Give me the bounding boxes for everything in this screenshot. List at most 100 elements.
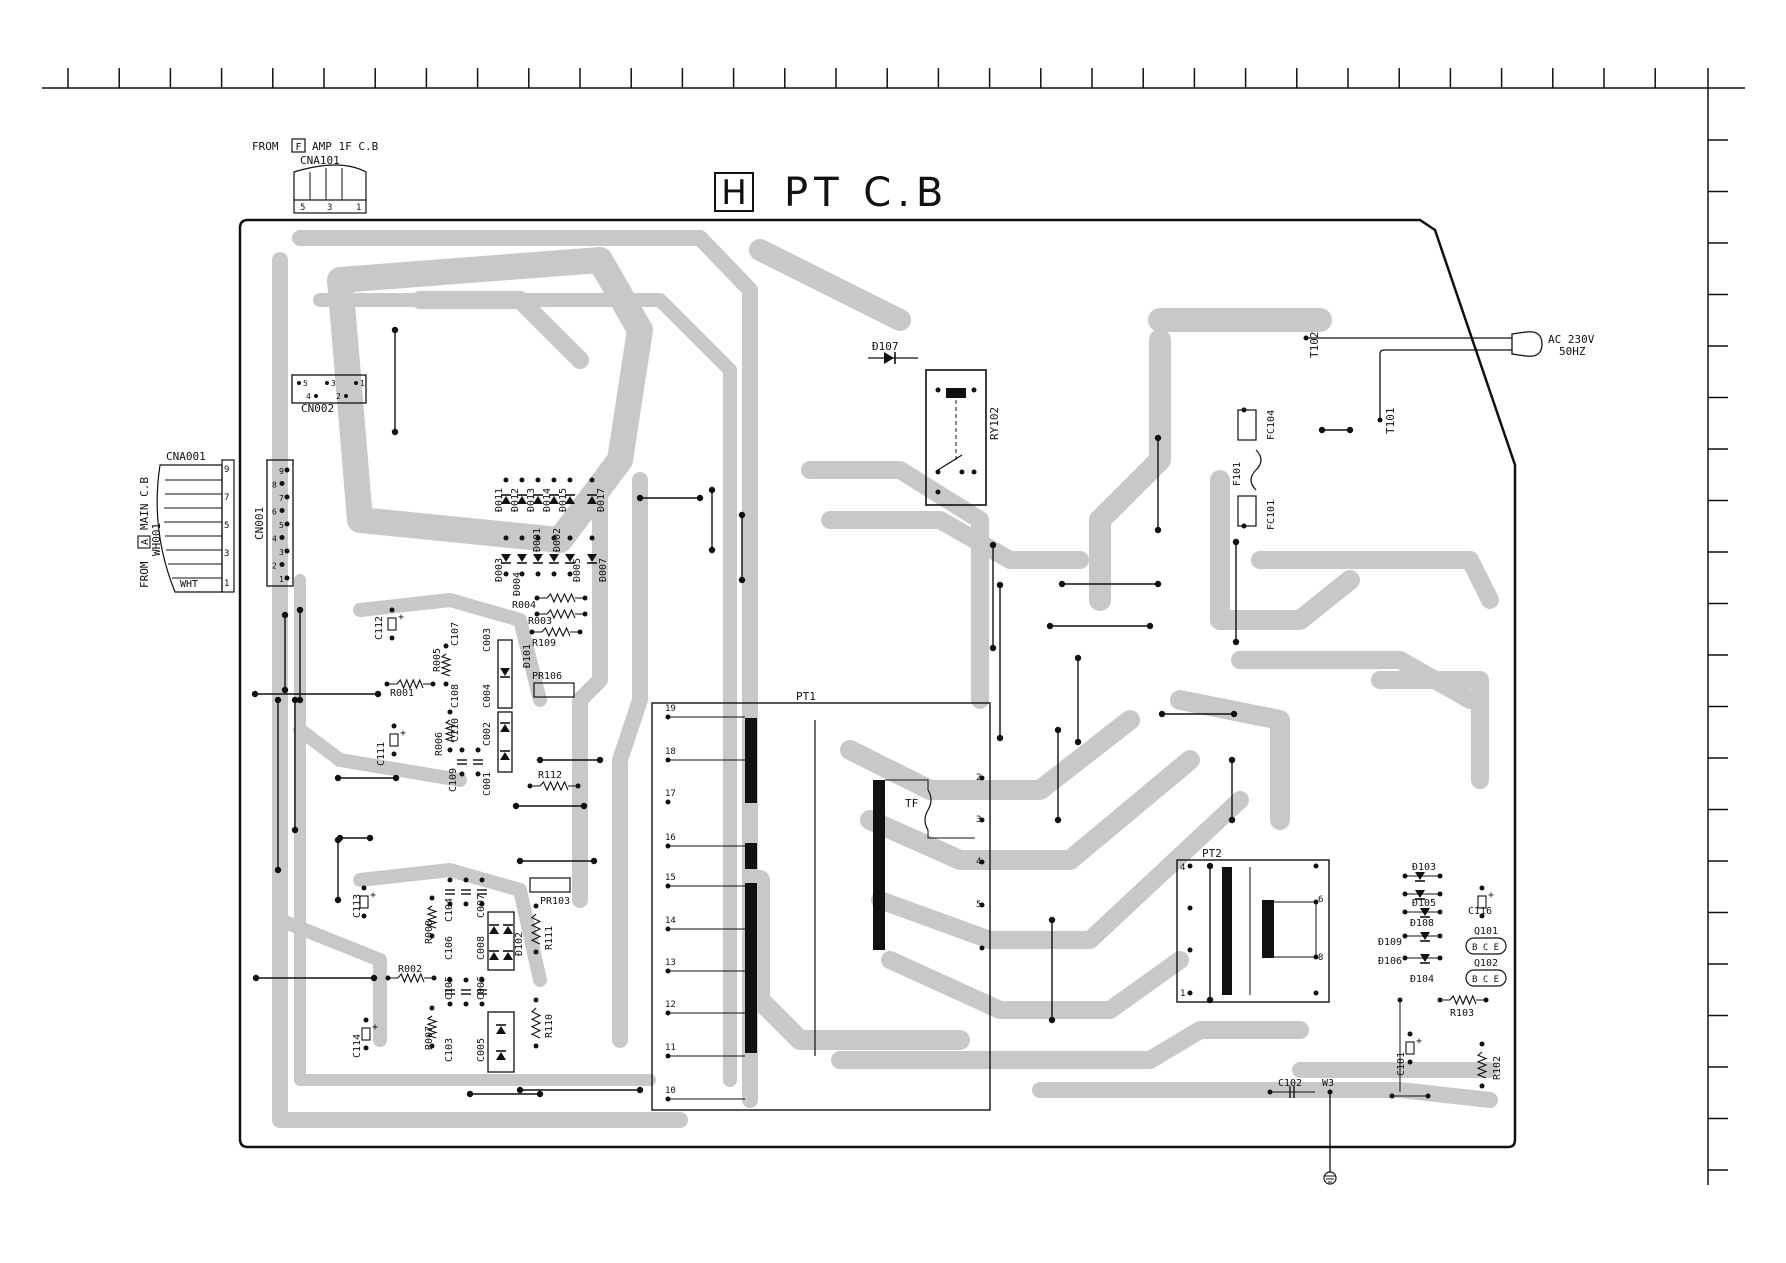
jumper-wires [251,326,1354,1098]
resistor-r111 [530,913,542,945]
diode-icon [503,950,513,960]
connector-cna101: FROM F AMP 1F C.B CNA101 5 3 1 [252,138,379,214]
cna001-from-letter: A [140,539,151,545]
connector-cna001: CNA001 9 7 5 3 1 WHT FROM A MAIN C.B WH0… [137,450,235,593]
diode-đ013-label: Đ013 [526,488,537,512]
cna001-name: CNA001 [166,450,206,463]
c006-label: C006 [476,976,487,1000]
resistor-r007 [426,1015,438,1039]
d104-label: Đ104 [1410,974,1434,985]
pr106-protector [533,682,575,698]
ac-frequency-label: 50HZ [1559,345,1586,358]
diode-icon [549,554,559,564]
relay-section: Đ107 RY102 [868,340,1001,506]
diode-icon [533,494,543,504]
svg-text:+: + [400,728,406,739]
pt2-pin-4: 4 [1180,863,1185,873]
pr103-label: PR103 [540,896,570,907]
transistor-q102 [1465,969,1507,987]
pt1-sec-pin-2: 2 [976,773,981,783]
board-name: PT C.B [784,170,949,216]
c110-label: C110 [450,718,461,742]
cn002-pin-1: 1 [360,379,365,388]
ry102-label: RY102 [988,407,1001,440]
c111-label: C111 [376,742,387,766]
c107-label: C107 [450,622,461,646]
tf-label: TF [905,797,918,810]
pt1-pin-14: 14 [665,916,676,926]
transistor-q101 [1465,937,1507,955]
pt1-pin-16: 16 [665,833,676,843]
connector-cn002: CN002 5 3 1 4 2 [291,374,367,415]
cna001-wire-color: WHT [180,579,198,590]
cn002-pin-2: 2 [336,392,341,401]
r002-label: R002 [398,964,422,975]
resistor-r008 [426,905,438,929]
cna101-from-letter: F [295,142,301,153]
r005-label: R005 [432,648,443,672]
c104-label: C104 [444,898,455,922]
pt1-sec-pin-3: 3 [976,815,981,825]
c003-label: C003 [482,628,493,652]
board-letter: H [721,173,747,213]
diode-d003-label: Đ003 [494,558,505,582]
capacitor-c116 [1477,895,1487,909]
cn001-pin: 1 [279,575,284,584]
svg-text:+: + [1488,890,1494,901]
pt1-label: PT1 [796,690,816,703]
capacitor-c111 [389,733,399,747]
q101-pins: B C E [1472,943,1499,953]
diode-icon [1420,932,1430,942]
r103-label: R103 [1450,1008,1474,1019]
d103-label: Đ103 [1412,862,1436,873]
cna001-pin-1: 1 [224,579,229,589]
c108-label: C108 [450,684,461,708]
c004-label: C004 [482,684,493,708]
cn001-pin: 5 [279,521,284,530]
capacitor-c114 [361,1027,371,1041]
frame-ruler [42,68,1745,1185]
resistor-r112 [539,780,569,792]
cna101-pin-1: 1 [356,203,361,213]
cn002-pin-4: 4 [306,392,311,401]
d105-label: Đ105 [1412,898,1436,909]
diode-icon [500,750,510,760]
r006-label: R006 [434,732,445,756]
d101-label: Đ101 [522,644,533,668]
pt1-pin-19: 19 [665,704,676,714]
resistor-r006 [444,719,456,743]
cn002-name: CN002 [301,402,334,415]
diode-icon [517,494,527,504]
pt1-sec-pin-4: 4 [976,857,981,867]
diode-icon [501,554,511,564]
ac-plug-icon [1511,331,1543,357]
c109-label: C109 [448,768,459,792]
resistor-r005 [440,653,452,677]
d106-label: Đ106 [1378,956,1402,967]
diode-icon [517,554,527,564]
thermal-fuse-icon [924,789,932,831]
pt1-pin-17: 17 [665,789,676,799]
d107-label: Đ107 [872,340,899,353]
fuse-f101-icon [1250,449,1262,491]
resistor-r002 [397,972,425,984]
diode-d001-label: Đ001 [532,528,543,552]
pr106-label: PR106 [532,671,562,682]
svg-text:+: + [398,612,404,623]
c112-label: C112 [374,616,385,640]
c101-label: C101 [1396,1052,1407,1076]
diode-d101-icon [500,668,510,678]
diode-đ012-label: Đ012 [510,488,521,512]
diode-icon [587,554,597,564]
ry102-relay [925,369,987,506]
diode-d007-label: Đ007 [598,558,609,582]
cn002-pin-5: 5 [303,379,308,388]
pt1-pin-12: 12 [665,1000,676,1010]
c001-label: C001 [482,772,493,796]
resistor-r109 [541,626,571,638]
